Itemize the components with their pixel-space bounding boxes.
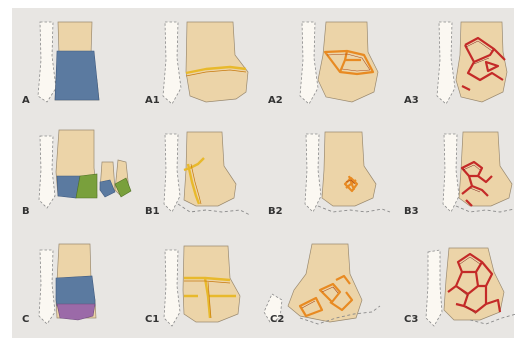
fibula-outline xyxy=(39,250,55,324)
fibula-outline xyxy=(426,250,442,326)
panel-label-a: A xyxy=(22,95,30,106)
tibia-bone xyxy=(456,22,507,102)
fibula-outline xyxy=(164,250,180,326)
panel-label-a1: A1 xyxy=(145,95,160,106)
panel-label-c: C xyxy=(22,314,29,325)
panel-label-b2: B2 xyxy=(268,206,283,217)
panel-label-a2: A2 xyxy=(268,95,283,106)
region-blue xyxy=(56,276,95,306)
panel-label-a3: A3 xyxy=(404,95,419,106)
region-blue xyxy=(55,51,99,100)
panel-label-b: B xyxy=(22,206,30,217)
panel-label-c3: C3 xyxy=(404,314,418,325)
panel-label-b1: B1 xyxy=(145,206,160,217)
panel-label-b3: B3 xyxy=(404,206,419,217)
panel-label-c2: C2 xyxy=(270,314,284,325)
panel-label-c1: C1 xyxy=(145,314,159,325)
